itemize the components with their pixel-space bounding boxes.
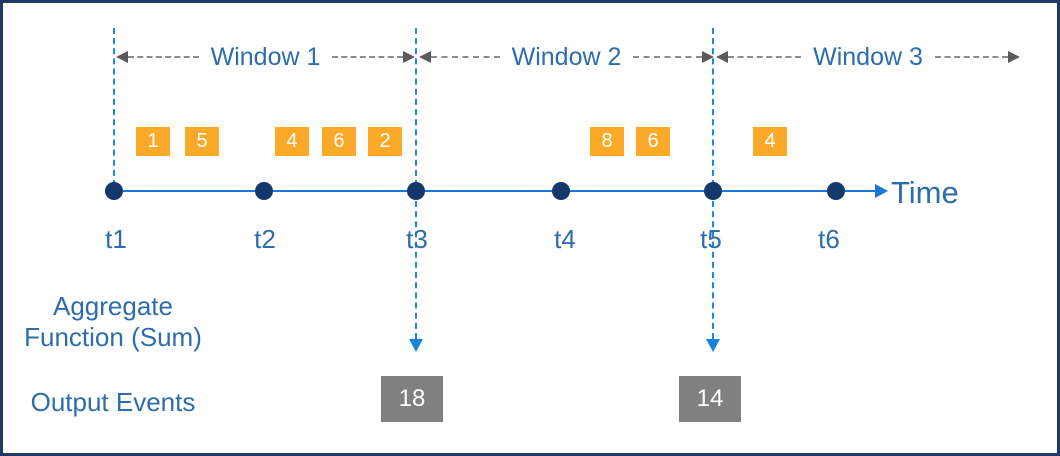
output-arrow-line-t3 <box>415 201 417 339</box>
output-events-label: Output Events <box>30 387 196 417</box>
tick-label-t6: t6 <box>818 224 840 254</box>
dashed-segment <box>431 56 500 58</box>
window-span-1: Window 1 <box>116 42 416 71</box>
dashed-segment <box>934 56 1009 58</box>
tick-label-t5: t5 <box>700 224 722 254</box>
aggregate-function-line1: Aggregate <box>53 291 173 321</box>
timeline-arrow-icon <box>875 184 888 198</box>
down-arrow-icon-t3 <box>409 339 423 352</box>
window-span-3: Window 3 <box>716 42 1021 71</box>
input-event-box: 4 <box>275 127 309 156</box>
input-event-box: 1 <box>136 127 170 156</box>
output-event-box-window1: 18 <box>381 376 443 422</box>
dashed-segment <box>332 56 404 58</box>
timeline-dot-t5 <box>704 182 722 200</box>
output-arrow-line-t5 <box>712 201 714 339</box>
timeline-axis <box>114 190 878 192</box>
input-event-box: 4 <box>753 127 787 156</box>
dashed-segment <box>633 56 703 58</box>
arrow-left-icon <box>419 51 431 63</box>
timeline-dot-t3 <box>407 182 425 200</box>
window-span-2: Window 2 <box>419 42 715 71</box>
arrow-left-icon <box>716 51 728 63</box>
timeline-dot-t4 <box>552 182 570 200</box>
input-event-box: 6 <box>636 127 670 156</box>
output-event-box-window2: 14 <box>679 376 741 422</box>
dashed-segment <box>128 56 199 58</box>
down-arrow-icon-t5 <box>706 339 720 352</box>
dashed-segment <box>728 56 802 58</box>
input-event-box: 6 <box>322 127 356 156</box>
window-boundary-line-t5 <box>712 28 714 186</box>
tick-label-t3: t3 <box>406 224 428 254</box>
input-event-box: 5 <box>185 127 219 156</box>
arrow-right-icon <box>702 51 715 63</box>
arrow-right-icon <box>1008 51 1021 63</box>
input-event-box: 8 <box>590 127 624 156</box>
timeline-dot-t1 <box>105 182 123 200</box>
timeline-dot-t2 <box>255 182 273 200</box>
aggregate-function-line2: Function (Sum) <box>24 322 202 352</box>
window-boundary-line-t1 <box>113 28 115 186</box>
input-event-box: 2 <box>368 127 402 156</box>
aggregate-function-label: Aggregate Function (Sum) <box>21 291 205 353</box>
window-label: Window 1 <box>210 42 321 71</box>
window-label: Window 2 <box>511 42 622 71</box>
timeline-dot-t6 <box>827 182 845 200</box>
arrow-right-icon <box>403 51 416 63</box>
arrow-left-icon <box>116 51 128 63</box>
window-boundary-line-t3 <box>415 28 417 186</box>
tick-label-t1: t1 <box>105 224 127 254</box>
tick-label-t2: t2 <box>254 224 276 254</box>
window-label: Window 3 <box>813 42 923 71</box>
tick-label-t4: t4 <box>554 224 576 254</box>
time-axis-label: Time <box>891 175 959 210</box>
